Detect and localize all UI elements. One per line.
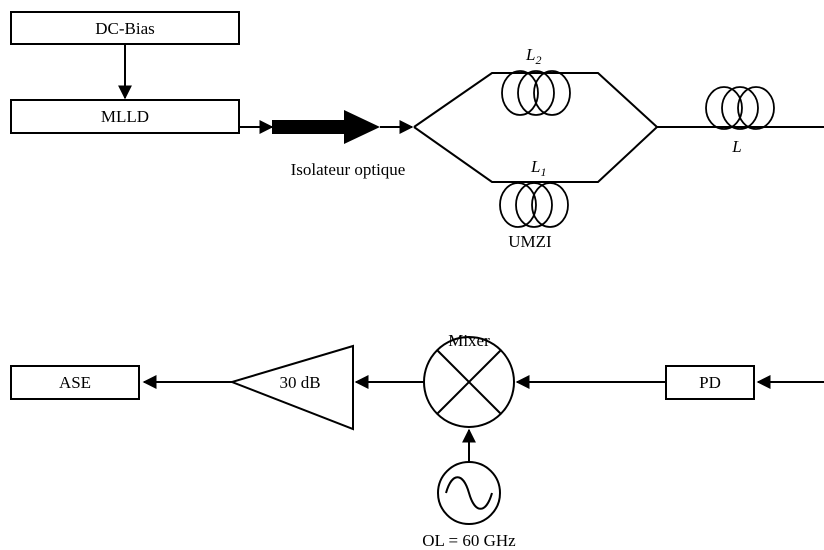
photodiode-block: PD — [665, 365, 755, 400]
mixer-icon — [423, 336, 515, 428]
fiber-coil-l2-icon — [501, 70, 571, 116]
fiber-l1-label: L1 — [530, 157, 546, 179]
fiber-coil-l1-icon — [499, 182, 569, 228]
amplifier-icon: 30 dB — [228, 344, 354, 431]
ase-block: ASE — [10, 365, 140, 400]
isolator-label: Isolateur optique — [291, 160, 406, 179]
optical-isolator-icon — [272, 110, 380, 144]
dc-bias-label: DC-Bias — [95, 19, 155, 38]
mixer-label: Mixer — [448, 331, 490, 350]
lo-label: OL = 60 GHz — [422, 531, 516, 550]
fiber-l2-label: L2 — [525, 45, 541, 67]
dc-bias-block: DC-Bias — [10, 11, 240, 45]
local-oscillator-icon — [437, 461, 501, 525]
umzi-label: UMZI — [508, 232, 552, 251]
mlld-block: MLLD — [10, 99, 240, 134]
mlld-label: MLLD — [101, 107, 149, 126]
ase-label: ASE — [59, 373, 91, 392]
fiber-l-label: L — [731, 137, 741, 156]
pd-label: PD — [699, 373, 721, 392]
fiber-coil-l-icon — [705, 86, 775, 130]
amplifier-gain-label: 30 dB — [279, 373, 320, 392]
